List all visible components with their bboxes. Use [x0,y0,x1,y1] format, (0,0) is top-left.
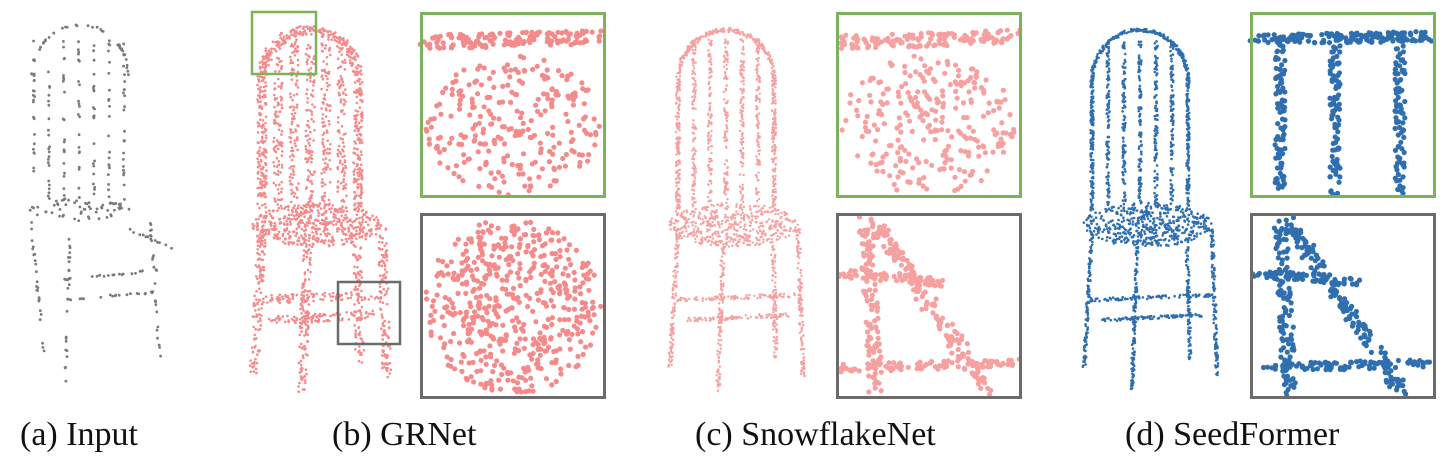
caption-seedformer: (d) SeedFormer [1125,416,1340,453]
grnet-zoom-marker-bottom [336,280,402,346]
zoom-border [836,12,1022,198]
snowflakenet-zoom-top [836,12,1023,198]
seedformer-point-cloud [1081,27,1220,391]
caption-input: (a) Input [20,416,139,453]
seedformer-zoom-bottom [1249,213,1436,399]
grnet-zoom-marker-top [250,10,318,76]
point-cloud-panels [28,10,1436,399]
snowflakenet-zoom-bottom [836,213,1022,399]
zoom-border [420,12,606,198]
caption-grnet: (b) GRNet [332,416,477,453]
zoom-border [1250,213,1436,399]
grnet-zoom-top [417,12,606,198]
zoom-border [1250,12,1436,198]
grnet-zoom-bottom [420,213,606,399]
grnet-point-cloud [248,24,393,394]
input-point-cloud [28,23,173,383]
seedformer-zoom-top [1247,12,1436,198]
zoom-border [836,213,1022,399]
snowflakenet-point-cloud [667,27,806,392]
caption-snowflakenet: (c) SnowflakeNet [695,416,936,453]
zoom-border [420,213,606,399]
